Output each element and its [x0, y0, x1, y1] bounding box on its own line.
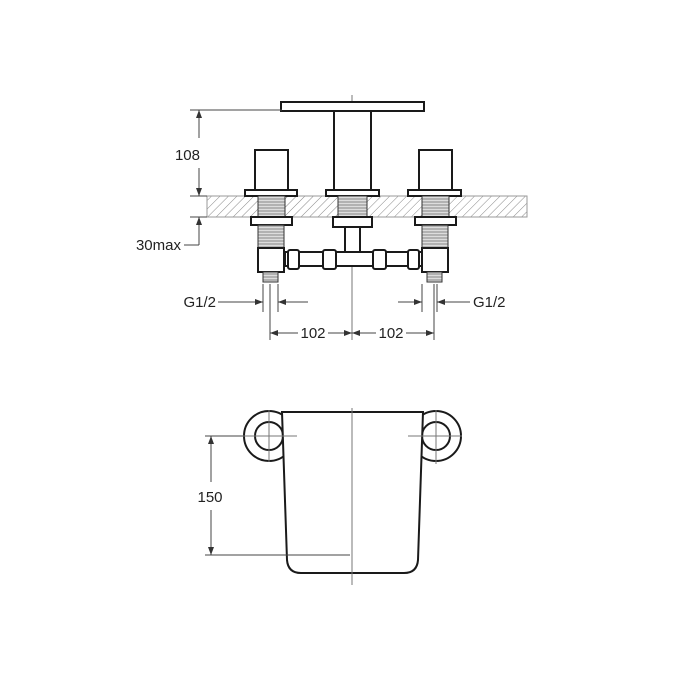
dim-left-spacing: 102 — [300, 325, 325, 342]
spout-flange — [325, 189, 380, 197]
spout-nut — [332, 216, 373, 228]
left-valve — [244, 149, 298, 283]
dim-right-connection: G1/2 — [473, 294, 506, 311]
dim-spout-height: 108 — [175, 147, 200, 164]
tee-stem — [344, 226, 361, 256]
dim-left-connection: G1/2 — [183, 294, 216, 311]
left-handle — [254, 149, 289, 191]
dim-right-spacing: 102 — [378, 325, 403, 342]
dim-deck-thickness: 30max — [136, 237, 182, 254]
right-handle — [418, 149, 453, 191]
spout-body — [333, 110, 372, 191]
nut — [372, 249, 387, 270]
right-valve — [407, 149, 462, 283]
front-view: 108 30max G1/2 G1/2 102 102 — [136, 95, 528, 342]
spout-plate — [280, 101, 425, 112]
nut — [322, 249, 337, 270]
top-view: 150 — [197, 408, 462, 585]
nut — [287, 249, 300, 270]
pipe — [284, 251, 423, 267]
dim-handle-height: 150 — [197, 489, 222, 506]
dimension-lines — [184, 109, 470, 340]
nut — [407, 249, 420, 270]
